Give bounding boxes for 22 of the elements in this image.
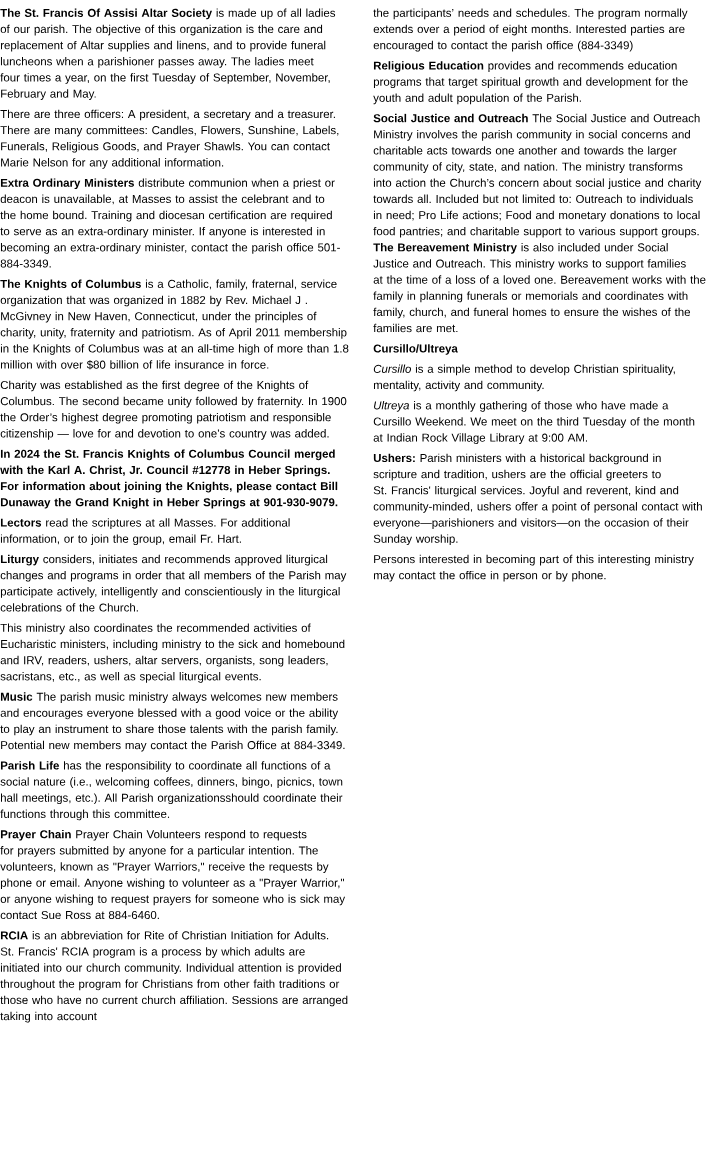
paragraph: Cursillo/Ultreya — [373, 344, 458, 355]
paragraph: Social Justice and Outreach The Social Justice and Outreach Ministry involves the parish community in social concerns and charitable acts towards one another and towards the larger community of city, state, and nation. The ministry transforms into action the Church’s concern about social justice and charity towards all. Included but not limited to: Outreach to individuals in need; Pro Life actions; Food and monetary donations to local food pantries; and charitable support to various support groups. — [373, 113, 702, 238]
paragraph: The Bereavement Ministry is also included under Social Justice and Outreach. This ministry works to support families at the time of a loss of a loved one. Bereavement works with the family in planning funerals or memorials and coordinates with family, church, and funeral homes to ensure the wishes of the families are met. — [373, 243, 706, 333]
paragraph: Religious Education provides and recommends education programs that target spiritual growth and development for the youth and adult population of the Parish. — [373, 61, 688, 105]
paragraph: Lectors read the scriptures at all Masses. For additional information, or to join the group, email Fr. Hart. — [0, 518, 290, 546]
paragraph: Parish Life has the responsibility to coordinate all functions of a social nature (i.e., welcoming coffees, dinners, bingo, picnics, town hall meetings, etc.). All Parish organizationsshould coordinate their functions through this committee. — [0, 761, 343, 821]
paragraph: There are three officers: A president, a secretary and a treasurer. There are many committees: Candles, Flowers, Sunshine, Labels, Funerals, Religious Goods, and Prayer Shawls. You can contact Marie Nelson for any additional information. — [0, 109, 339, 169]
paragraph: Liturgy considers, initiates and recommends approved liturgical changes and programs in order that all members of the Parish may participate actively, intelligently and conscientiously in the liturgical celebrations of the Church. — [0, 554, 347, 612]
paragraph: Persons interested in becoming part of this interesting ministry may contact the office in person or by phone. — [373, 554, 694, 582]
paragraph: Extra Ordinary Ministers distribute communion when a priest or deacon is unavailable, at Masses to assist the celebrant and to the home bound. Training and diocesan certification are required to serve as an extra-ordinary minister. If anyone is interested in becoming an extra-ordinary minister, contact the parish office 501-884-3349. — [0, 178, 340, 268]
paragraph: Ultreya is a monthly gathering of those who have made a Cursillo Weekend. We meet on the third Tuesday of the month at Indian Rock Village Library at 9:00 AM. — [373, 401, 695, 444]
paragraph: In 2024 the St. Francis Knights of Columbus Council merged with the Karl A. Christ, Jr. Council #12778 in Heber Springs. For information about joining the Knights, please contact Bill Dunaway the Grand Knight in Heber Springs at 901-930-9079. — [0, 449, 338, 509]
paragraph: The St. Francis Of Assisi Altar Society is made up of all ladies of our parish. The objective of this organization is the care and replacement of Altar supplies and linens, and to provide funeral luncheons when a parishioner passes away. The ladies meet four times a year, on the first Tuesday of September, November, February and May. — [0, 8, 336, 100]
paragraph: The Knights of Columbus is a Catholic, family, fraternal, service organization that was organized in 1882 by Rev. Michael J . McGivney in New Haven, Connecticut, under the principles of charity, unity, fraternity and patriotism. As of April 2011 membership in the Knights of Columbus was at an all-time high of more than 1.8 million with over $80 billion of life insurance in force. — [0, 279, 349, 370]
paragraph: Prayer Chain Prayer Chain Volunteers respond to requests for prayers submitted by anyone for a particular intention. The volunteers, known as "Prayer Warriors," receive the requests by phone or email. Anyone wishing to volunteer as a "Prayer Warrior," or anyone wishing to request prayers for someone who is sick may contact Sue Ross at 884-6460. — [0, 829, 346, 920]
paragraph: Charity was established as the first degree of the Knights of Columbus. The second became unity followed by fraternity. In 1900 the Order’s highest degree promoting patriotism and responsible citizenship — love for and devotion to one’s country was added. — [0, 380, 347, 440]
paragraph: This ministry also coordinates the recommended activities of Eucharistic ministers, including ministry to the sick and homebound and IRV, readers, ushers, altar servers, organists, song leaders, sacristans, etc., as well as special liturgical events. — [0, 623, 345, 683]
paragraph: Cursillo is a simple method to develop Christian spirituality, mentality, activity and community. — [373, 364, 675, 392]
paragraph: RCIA is an abbreviation for Rite of Christian Initiation for Adults. St. Francis' RCIA program is a process by which adults are initiated into our church community. Individual attention is provided throughout the program for Christians from other faith traditions or those who have no current church affiliation. Sessions are arranged taking into account — [0, 931, 348, 1023]
paragraph: Ushers: Parish ministers with a historical background in scripture and tradition, ushers are the official greeters to St. Francis' liturgical services. Joyful and reverent, kind and community-minded, ushers offer a point of personal contact with everyone—parishioners and visitors—on the occasion of their Sunday worship. — [373, 453, 702, 546]
paragraph: the participants’ needs and schedules. The program normally extends over a period of eight months. Interested parties are encouraged to contact the parish office (884-3349) — [373, 8, 688, 52]
paragraph: Music The parish music ministry always welcomes new members and encourages everyone blessed with a good voice or the ability to play an instrument to share those talents with the parish family. Potential new members may contact the Parish Office at 884-3349. — [0, 692, 345, 752]
